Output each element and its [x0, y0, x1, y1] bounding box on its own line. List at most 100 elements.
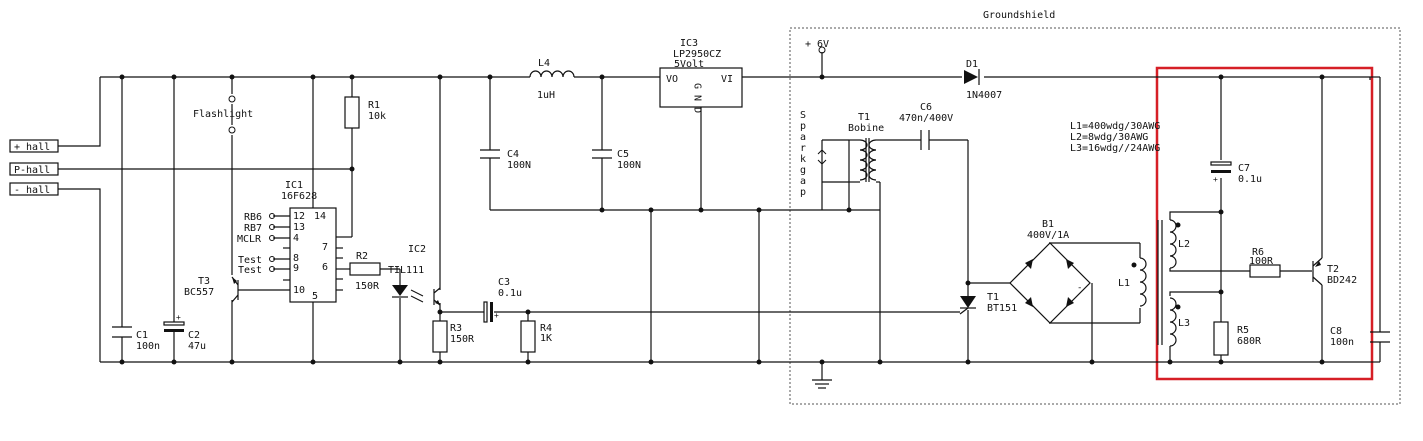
r2-value: 150R	[355, 281, 380, 292]
inductor-l2	[1169, 219, 1181, 269]
ic1-pin-8: 8	[293, 253, 299, 264]
inductor-l4	[529, 70, 575, 80]
rb6-label: RB6	[244, 212, 262, 223]
c3-value: 0.1u	[498, 288, 522, 299]
l3-ref: L3	[1178, 318, 1190, 329]
supply-label: + 6V	[805, 39, 829, 50]
r3-ref: R3	[450, 323, 462, 334]
svg-text:-: -	[1077, 283, 1082, 293]
connector-minus-hall-label: - hall	[14, 185, 50, 196]
svg-text:a: a	[800, 176, 806, 187]
ic1-pin-6: 6	[322, 262, 328, 273]
ic1-pin-5: 5	[312, 291, 318, 302]
r5-ref: R5	[1237, 325, 1249, 336]
transistor-t2	[1312, 257, 1323, 286]
supply-terminal	[818, 46, 826, 54]
svg-text:+: +	[494, 311, 499, 320]
groundshield-box	[789, 27, 1401, 405]
capacitor-c1	[112, 326, 132, 338]
ic1-pin-14: 14	[314, 211, 326, 222]
flashlight-terminal-bottom	[228, 126, 236, 134]
ic2-ref: IC2	[408, 244, 426, 255]
l4-value: 1uH	[537, 90, 555, 101]
test2-label: Test	[238, 265, 262, 276]
l1-ref: L1	[1118, 278, 1130, 289]
capacitor-c8	[1370, 331, 1390, 343]
capacitor-c5	[592, 149, 612, 159]
c5-value: 100N	[617, 160, 641, 171]
winding-l3: L3=16wdg//24AWG	[1070, 143, 1160, 154]
c8-ref: C8	[1330, 326, 1342, 337]
groundshield-label: Groundshield	[983, 10, 1055, 21]
capacitor-c4	[480, 149, 500, 159]
c4-ref: C4	[507, 149, 519, 160]
ic1-pin-9: 9	[293, 263, 299, 274]
sparkgap	[817, 139, 849, 183]
ic1-pin-7: 7	[322, 242, 328, 253]
bobine-ref: T1	[858, 112, 870, 123]
thyristor-t1	[959, 296, 976, 315]
r3-value: 150R	[450, 334, 475, 345]
inductor-l1	[1131, 220, 1163, 345]
svg-text:S: S	[800, 110, 806, 121]
svg-text:+: +	[1213, 175, 1218, 184]
svg-text:p: p	[800, 187, 806, 198]
highlight-box	[1155, 66, 1374, 381]
c4-value: 100N	[507, 160, 531, 171]
r6-value: 100R	[1249, 256, 1274, 267]
resistor-r1	[344, 96, 360, 129]
ic3-regulator	[659, 67, 743, 108]
d1-value: 1N4007	[966, 90, 1002, 101]
transformer-bobine	[849, 138, 880, 183]
ic1-chip	[289, 207, 337, 303]
resistor-r6	[1249, 264, 1281, 278]
svg-text:p: p	[800, 121, 806, 132]
ic2-phototransistor	[433, 287, 441, 306]
ic2-led	[392, 285, 424, 303]
resistor-r2	[349, 262, 381, 276]
transistor-t3	[231, 276, 239, 303]
b1-value: 400V/1A	[1027, 230, 1069, 241]
ic3-rating: 5Volt	[674, 59, 704, 70]
svg-text:a: a	[800, 132, 806, 143]
ic1-pin-13: 13	[293, 222, 305, 233]
capacitor-c2: +	[163, 313, 185, 332]
connector-plus-hall-label: + hall	[14, 142, 50, 153]
ic3-gnd: G N D	[692, 83, 703, 113]
c7-ref: C7	[1238, 163, 1250, 174]
t1-ref: T1	[987, 292, 999, 303]
r5-value: 680R	[1237, 336, 1262, 347]
ic3-part: LP2950CZ	[673, 49, 721, 60]
capacitor-c6	[920, 130, 930, 150]
d1-ref: D1	[966, 59, 978, 70]
r2-ref: R2	[356, 251, 368, 262]
c6-value: 470n/400V	[899, 113, 953, 124]
ic3-vi: VI	[721, 74, 733, 85]
connector-p-hall-label: P-hall	[14, 165, 50, 176]
ic1-test-pins	[269, 213, 343, 291]
svg-text:+: +	[176, 313, 181, 322]
winding-l2: L2=8wdg/30AWG	[1070, 132, 1148, 143]
c2-ref: C2	[188, 330, 200, 341]
ic1-pin-12: 12	[293, 211, 305, 222]
inductor-l3	[1169, 297, 1181, 347]
ic1-pin-4: 4	[293, 233, 299, 244]
resistor-r3	[432, 320, 448, 353]
svg-text:g: g	[800, 165, 806, 176]
diode-d1	[962, 69, 984, 85]
capacitor-c7: +	[1210, 161, 1232, 184]
t2-ref: T2	[1327, 264, 1339, 275]
r4-ref: R4	[540, 323, 552, 334]
resistor-r5	[1213, 321, 1229, 356]
c8-value: 100n	[1330, 337, 1354, 348]
flashlight-label: Flashlight	[193, 109, 253, 120]
r6-ref: R6	[1252, 247, 1264, 258]
svg-text:k: k	[800, 154, 806, 165]
mclr-label: MCLR	[237, 234, 262, 245]
ic3-ref: IC3	[680, 38, 698, 49]
bobine-value: Bobine	[848, 123, 884, 134]
c5-ref: C5	[617, 149, 629, 160]
c3-ref: C3	[498, 277, 510, 288]
ic2-part: TIL111	[388, 265, 424, 276]
